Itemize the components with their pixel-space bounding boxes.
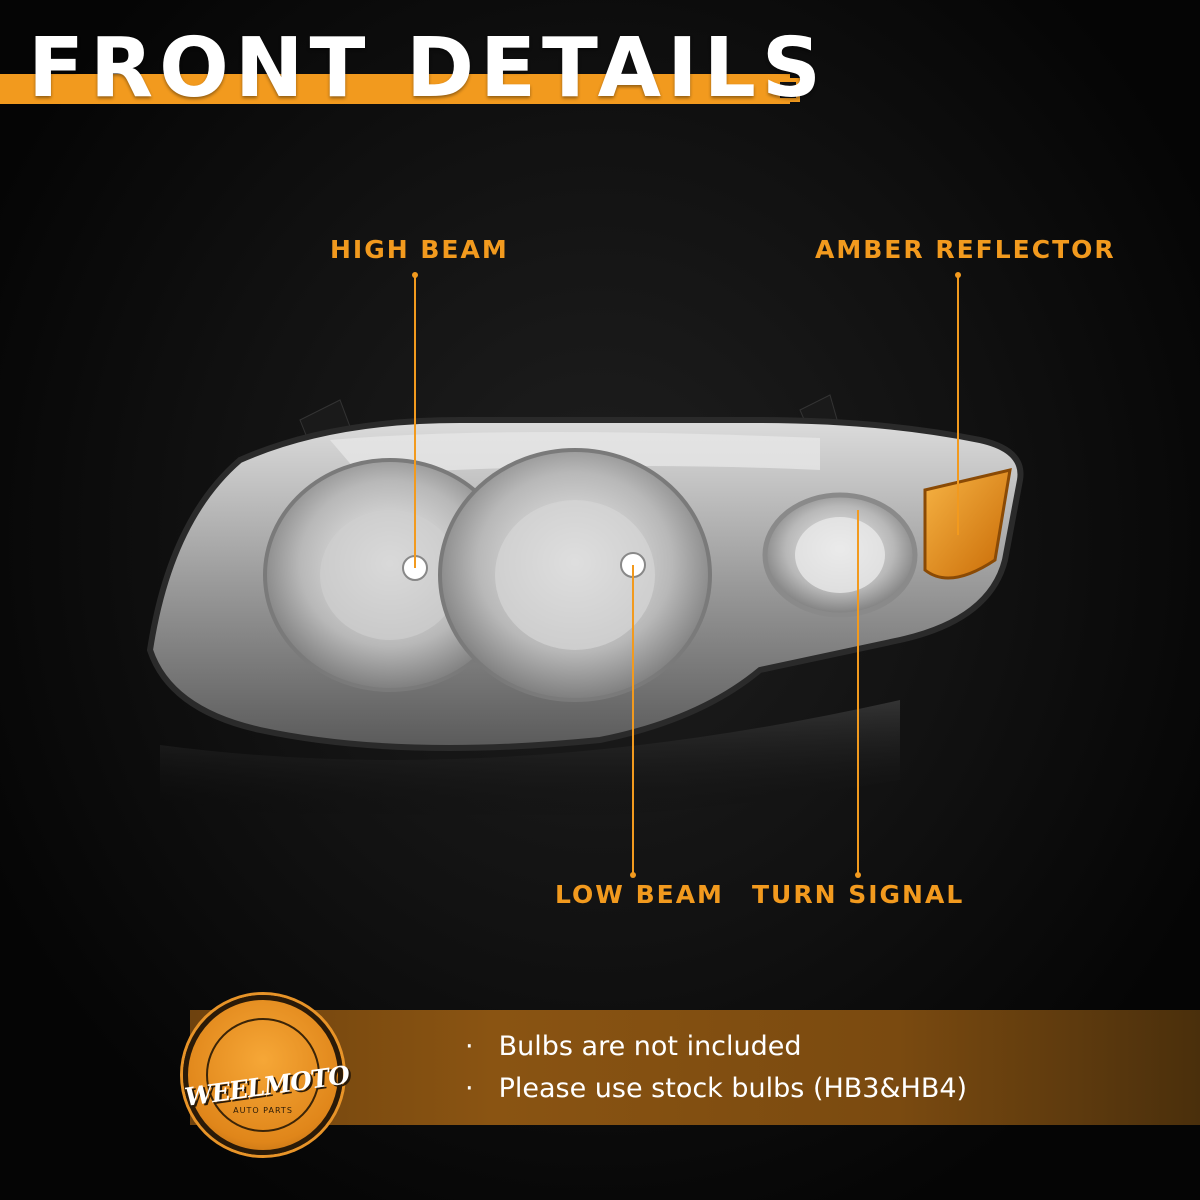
note-item: · Bulbs are not included [465,1033,802,1060]
callout-low-beam: LOW BEAM [555,880,724,909]
bullet-icon: · [465,1073,474,1104]
callout-amber-reflector: AMBER REFLECTOR [815,235,1116,264]
amber-reflector-lens [923,468,1012,580]
notes-banner [190,1010,1200,1125]
note-text: Bulbs are not included [498,1031,802,1062]
callout-turn-signal: TURN SIGNAL [752,880,965,909]
headlight-reflection [160,700,900,821]
title-underline-bar [0,74,790,104]
page-title: FRONT DETAILS [28,21,827,116]
callout-high-beam: HIGH BEAM [330,235,509,264]
logo-ring [206,1018,320,1132]
note-text: Please use stock bulbs (HB3&HB4) [498,1073,968,1104]
note-item: · Please use stock bulbs (HB3&HB4) [465,1075,967,1102]
bullet-icon: · [465,1031,474,1062]
logo-subtext: AUTO PARTS [233,1106,293,1115]
title-corner-square [776,78,800,102]
brand-logo: WEELMOTO AUTO PARTS [183,995,351,1155]
